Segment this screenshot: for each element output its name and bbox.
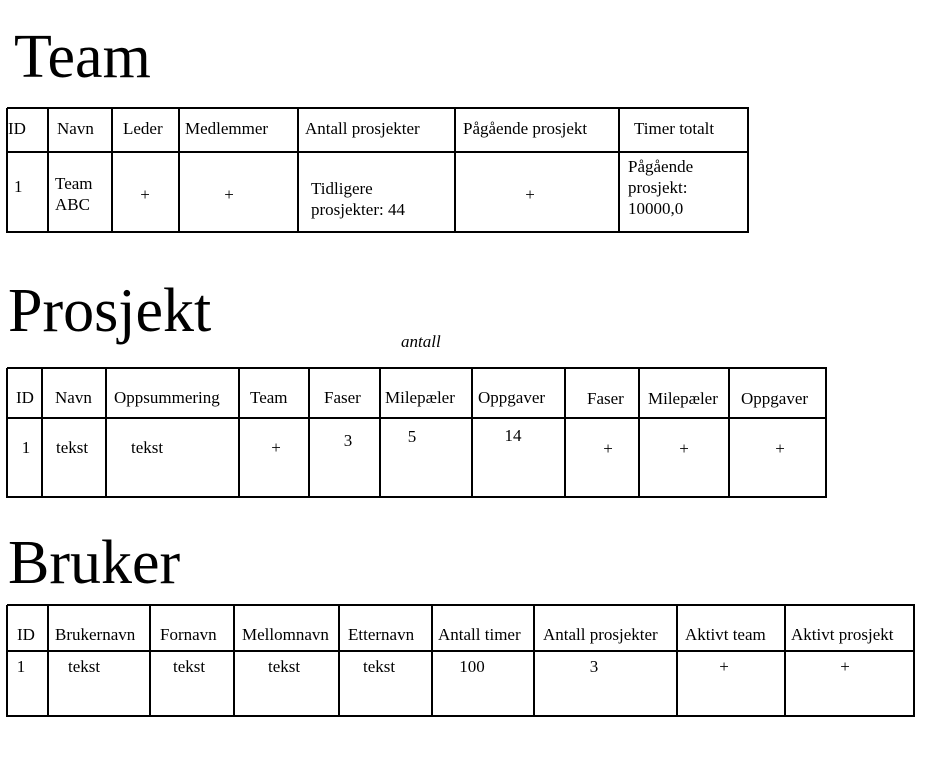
prosjekt-column-line: [379, 368, 381, 498]
prosjekt-title: Prosjekt: [8, 277, 212, 345]
prosjekt-header-faser-7: Faser: [587, 389, 624, 408]
bruker-header-antall-prosjekter-6: Antall prosjekter: [543, 625, 658, 644]
prosjekt-cell-milepaeler-5: 5: [407, 427, 417, 446]
prosjekt-cell-oppsummering-2: tekst: [131, 438, 164, 457]
bruker-header-aktivt-prosjekt-8: Aktivt prosjekt: [791, 625, 894, 644]
prosjekt-cell-team-3: +: [271, 438, 281, 457]
team-header-navn-1: Navn: [57, 119, 94, 138]
team-row-line: [7, 151, 749, 153]
team-header-medlemmer-3: Medlemmer: [185, 119, 269, 138]
team-row-line: [7, 107, 749, 109]
team-column-line: [618, 108, 620, 233]
prosjekt-column-line: [728, 368, 730, 498]
prosjekt-column-line: [471, 368, 473, 498]
bruker-cell-id-0: 1: [16, 657, 26, 676]
bruker-header-antall-timer-5: Antall timer: [438, 625, 521, 644]
bruker-cell-antall-prosjekter-6: 3: [589, 657, 599, 676]
bruker-cell-mellomnavn-3: tekst: [268, 657, 301, 676]
team-column-line: [47, 108, 49, 233]
bruker-column-line: [338, 605, 340, 717]
bruker-cell-aktivt-prosjekt-8: +: [840, 657, 850, 676]
antall-annotation: antall: [401, 332, 441, 351]
prosjekt-column-line: [825, 368, 827, 498]
bruker-cell-etternavn-4: tekst: [363, 657, 396, 676]
prosjekt-column-line: [238, 368, 240, 498]
bruker-column-line: [233, 605, 235, 717]
team-cell-id-0: 1: [14, 177, 23, 196]
prosjekt-cell-milepaeler-8: +: [679, 439, 689, 458]
team-cell-medlemmer-3: +: [224, 185, 234, 204]
bruker-cell-aktivt-team-7: +: [719, 657, 729, 676]
bruker-column-line: [431, 605, 433, 717]
bruker-header-brukernavn-1: Brukernavn: [55, 625, 136, 644]
bruker-cell-fornavn-2: tekst: [173, 657, 206, 676]
prosjekt-header-milepaeler-5: Milepæler: [385, 388, 455, 407]
prosjekt-header-navn-1: Navn: [55, 388, 92, 407]
bruker-header-mellomnavn-3: Mellomnavn: [242, 625, 329, 644]
prosjekt-header-id-0: ID: [16, 388, 34, 407]
bruker-title: Bruker: [8, 529, 181, 597]
bruker-cell-brukernavn-1: tekst: [68, 657, 101, 676]
prosjekt-column-line: [41, 368, 43, 498]
bruker-column-line: [676, 605, 678, 717]
prosjekt-row-line: [7, 417, 827, 419]
prosjekt-cell-oppgaver-9: +: [775, 439, 785, 458]
bruker-cell-antall-timer-5: 100: [459, 657, 485, 676]
prosjekt-column-line: [564, 368, 566, 498]
bruker-column-line: [6, 605, 8, 717]
bruker-column-line: [47, 605, 49, 717]
bruker-header-aktivt-team-7: Aktivt team: [685, 625, 766, 644]
prosjekt-header-oppgaver-9: Oppgaver: [741, 389, 809, 408]
prosjekt-cell-navn-1: tekst: [56, 438, 89, 457]
prosjekt-cell-faser-4: 3: [343, 431, 353, 450]
bruker-header-id-0: ID: [17, 625, 35, 644]
bruker-header-fornavn-2: Fornavn: [160, 625, 217, 644]
prosjekt-column-line: [6, 368, 8, 498]
prosjekt-header-team-3: Team: [250, 388, 288, 407]
team-header-timer-totalt-6: Timer totalt: [634, 119, 715, 138]
bruker-column-line: [149, 605, 151, 717]
team-column-line: [6, 108, 8, 233]
prosjekt-header-milepaeler-8: Milepæler: [648, 389, 718, 408]
team-header-id-0: ID: [8, 119, 26, 138]
bruker-column-line: [533, 605, 535, 717]
prosjekt-column-line: [308, 368, 310, 498]
prosjekt-row-line: [7, 367, 827, 369]
prosjekt-column-line: [638, 368, 640, 498]
team-column-line: [111, 108, 113, 233]
bruker-row-line: [7, 715, 915, 717]
team-column-line: [747, 108, 749, 233]
prosjekt-cell-oppgaver-6: 14: [504, 426, 522, 445]
prosjekt-row-line: [7, 496, 827, 498]
team-row-line: [7, 231, 749, 233]
team-column-line: [454, 108, 456, 233]
prosjekt-header-faser-4: Faser: [324, 388, 361, 407]
team-column-line: [178, 108, 180, 233]
team-header-leder-2: Leder: [123, 119, 163, 138]
prosjekt-cell-id-0: 1: [21, 438, 31, 457]
prosjekt-header-oppsummering-2: Oppsummering: [114, 388, 220, 407]
prosjekt-column-line: [105, 368, 107, 498]
team-header-antall-prosjekter-4: Antall prosjekter: [305, 119, 420, 138]
bruker-row-line: [7, 604, 915, 606]
bruker-header-etternavn-4: Etternavn: [348, 625, 415, 644]
team-title: Team: [14, 23, 151, 91]
team-cell-leder-2: +: [140, 185, 150, 204]
bruker-row-line: [7, 650, 915, 652]
team-header-pagaende-prosjekt-5: Pågående prosjekt: [463, 119, 588, 138]
prosjekt-header-oppgaver-6: Oppgaver: [478, 388, 546, 407]
prosjekt-cell-faser-7: +: [603, 439, 613, 458]
team-column-line: [297, 108, 299, 233]
bruker-column-line: [784, 605, 786, 717]
team-cell-pagaende-prosjekt-5: +: [525, 185, 535, 204]
bruker-column-line: [913, 605, 915, 717]
